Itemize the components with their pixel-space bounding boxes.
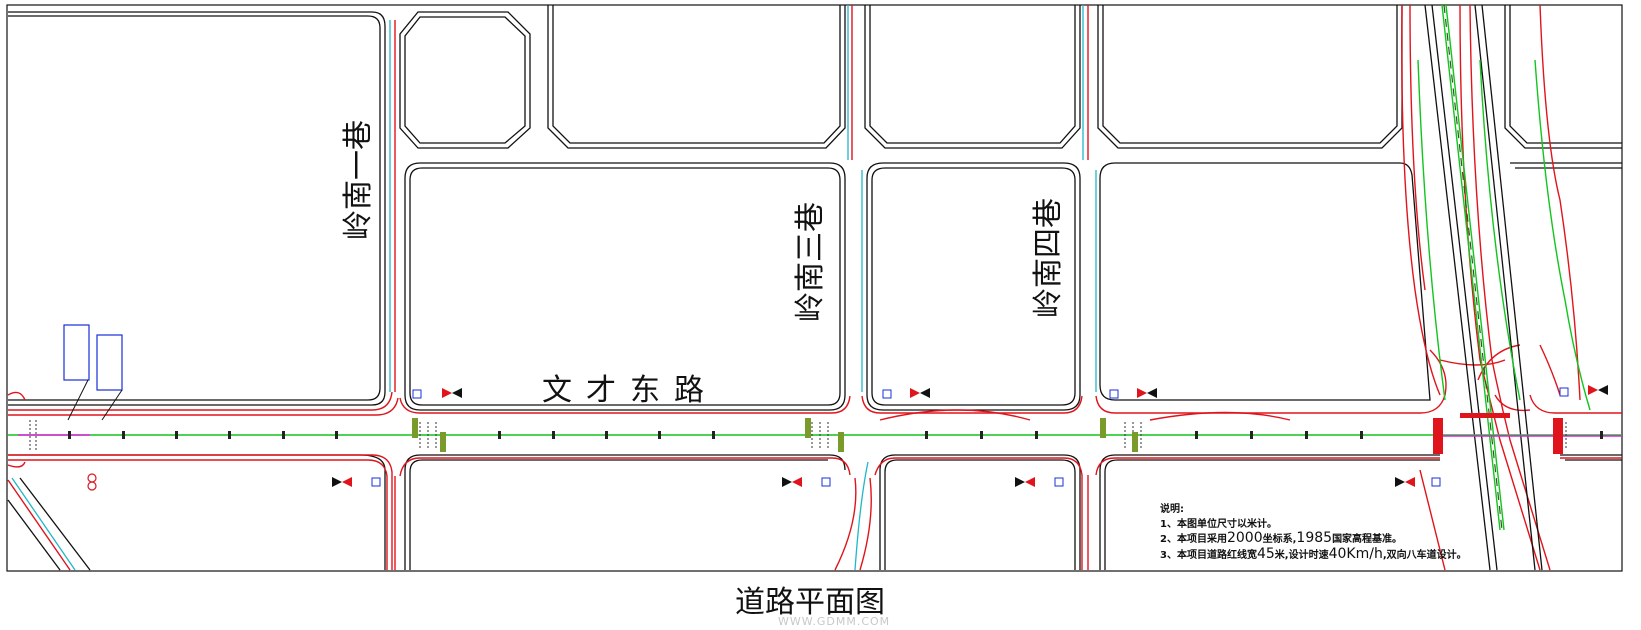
- crossing-bars: [1433, 413, 1563, 454]
- sign-symbols: [332, 385, 1608, 487]
- cyan-lines: [11, 5, 1097, 571]
- road-edges: [7, 4, 1622, 571]
- notes-line-3-c: 米,设计时速: [1275, 548, 1329, 561]
- red-marker: [87, 473, 97, 491]
- drawing-caption: 道路平面图: [735, 585, 885, 620]
- notes-heading: 说明:: [1160, 502, 1184, 515]
- notes-line-3: 3、本项目道路红线宽45米,设计时速40Km/h,双向八车道设计。: [1160, 546, 1467, 562]
- notes-line-3-e: ,双向八车道设计。: [1383, 548, 1467, 561]
- signal-stacks: [412, 418, 1138, 452]
- blue-blocks: [63, 324, 123, 391]
- notes-line-2-c: 坐标系,: [1263, 532, 1297, 545]
- lane-markers: [68, 431, 1603, 439]
- street-label-lane-4: 岭南四巷: [1031, 198, 1066, 318]
- notes-line-1: 1、本图单位尺寸以米计。: [1160, 517, 1277, 530]
- notes-line-3-a: 3、本项目道路红线宽: [1160, 548, 1257, 561]
- median-dash: [1443, 4, 1503, 531]
- notes-line-2-a: 2、本项目采用: [1160, 532, 1227, 545]
- notes-line-3-b: 45: [1257, 546, 1275, 562]
- watermark-text: WWW.GDMM.COM: [778, 615, 890, 628]
- small-squares: [371, 387, 1569, 487]
- notes-line-2-b: 2000: [1227, 530, 1263, 546]
- notes-line-2-d: 1985: [1296, 530, 1332, 546]
- center-lines: [8, 4, 1622, 531]
- highway-lines: [1424, 4, 1543, 571]
- notes-line-2-e: 国家高程基准。: [1332, 532, 1402, 545]
- leader-lines: [67, 379, 123, 421]
- notes-line-2: 2、本项目采用2000坐标系,1985国家高程基准。: [1160, 530, 1402, 546]
- street-label-main-road: 文才东路: [542, 373, 718, 408]
- drawing-frame: [6, 4, 1623, 572]
- magenta-lines: [18, 434, 1622, 437]
- street-label-lane-1: 岭南一巷: [341, 120, 376, 240]
- notes-line-3-d: 40Km/h: [1329, 546, 1383, 562]
- city-blocks: [7, 5, 1622, 571]
- notes-block: 说明: 1、本图单位尺寸以米计。 2、本项目采用2000坐标系,1985国家高程…: [1160, 502, 1467, 562]
- street-label-lane-3: 岭南三巷: [793, 202, 828, 322]
